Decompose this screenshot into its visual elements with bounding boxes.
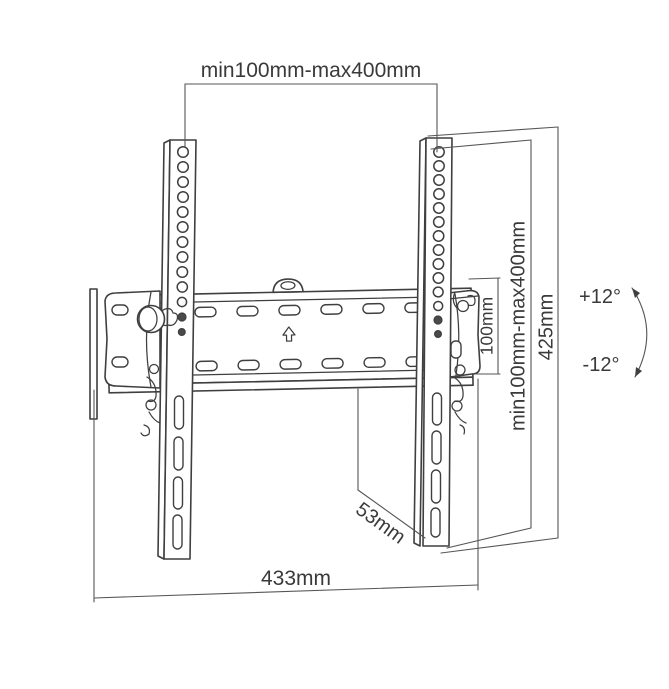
dim-label-overall-width: 433mm [261, 567, 331, 590]
left-latch-hardware [136, 304, 179, 437]
left-cap-edge-strip [89, 288, 98, 420]
left-vesa-rail [157, 139, 197, 560]
dim-overall-height: 425mm [427, 126, 559, 554]
tilt-range-indicator: +12° -12° [579, 286, 648, 378]
tilt-knob [136, 304, 166, 334]
dim-label-vesa-vertical: min100mm-max400mm [507, 221, 529, 431]
left-rail-holes [176, 145, 190, 337]
dim-top-width: min100mm-max400mm [184, 59, 438, 153]
right-rail-slots [430, 392, 443, 538]
right-vesa-rail [413, 137, 453, 547]
dim-plate-height: 100mm [468, 277, 501, 375]
tilt-arc-arrow [631, 287, 648, 378]
wall-plate-flange [108, 376, 474, 394]
right-rail-front-face [422, 137, 453, 547]
dim-label-top-width: min100mm-max400mm [201, 59, 422, 82]
up-arrow-icon [282, 326, 296, 342]
dim-label-overall-height: 425mm [535, 294, 557, 361]
wall-plate [106, 278, 474, 394]
left-rail-slots [172, 395, 185, 550]
right-end-cap [447, 289, 481, 378]
dim-label-plate-height: 100mm [477, 297, 497, 355]
tilt-down-label: -12° [583, 354, 620, 376]
dim-vesa-vertical: min100mm-max400mm [430, 139, 532, 549]
right-latch-hardware [451, 291, 476, 435]
tilt-up-label: +12° [579, 286, 621, 308]
right-rail-holes [432, 146, 445, 339]
left-rail-front-face [163, 139, 197, 560]
right-rail-side-face [413, 137, 427, 547]
level-bubble-fitting [272, 278, 304, 294]
dim-overall-width: 433mm [93, 378, 479, 603]
